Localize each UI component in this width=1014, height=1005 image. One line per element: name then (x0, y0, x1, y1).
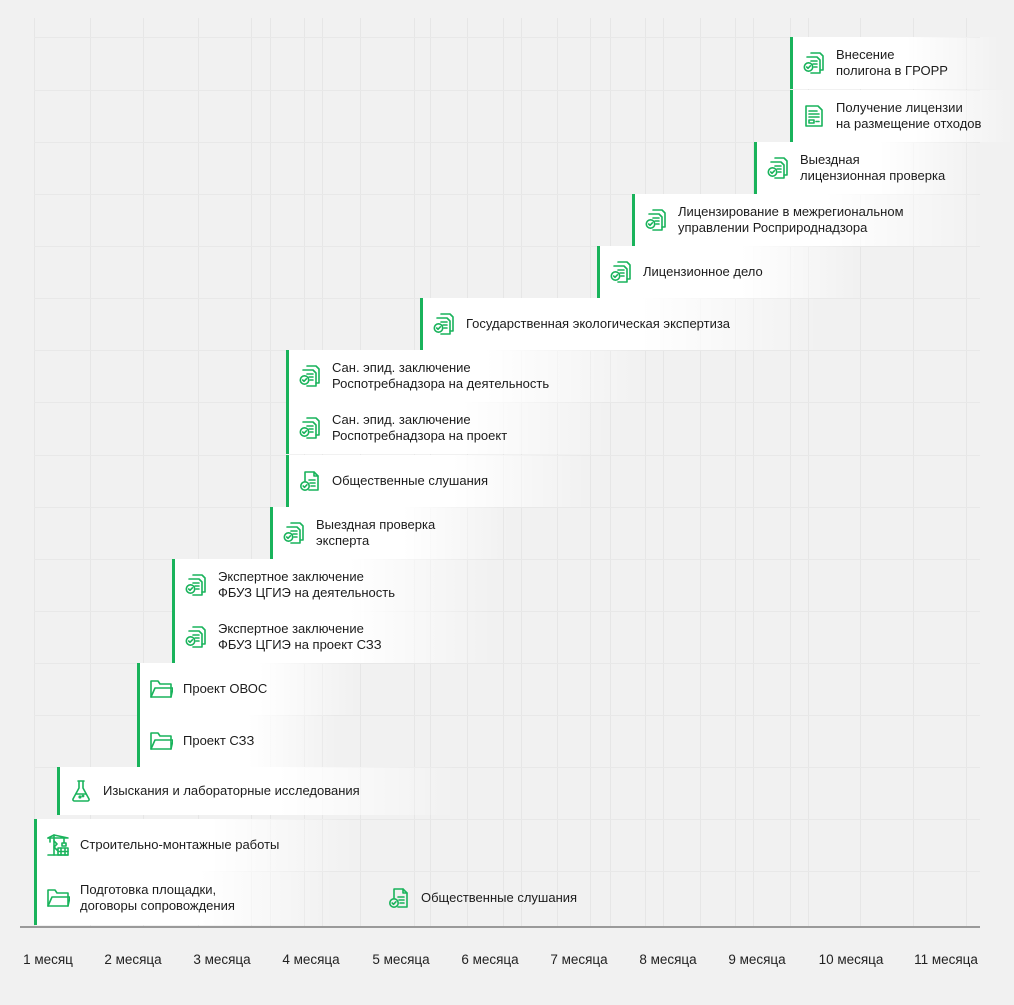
task-label: Получение лицензии на размещение отходов (836, 99, 982, 132)
grid-vertical-line (735, 18, 736, 926)
task-szz-project: Проект СЗЗ (137, 715, 337, 767)
task-label: Общественные слушания (421, 889, 578, 905)
task-construction: Строительно-монтажные работы (34, 819, 354, 871)
month-label: 3 месяца (193, 952, 251, 967)
task-label: Государственная экологическая экспертиза (466, 315, 731, 331)
grid-vertical-line (663, 18, 664, 926)
document-icon (801, 103, 827, 129)
task-label: Подготовка площадки, договоры сопровожде… (80, 881, 235, 914)
task-label: Сан. эпид. заключение Роспотребнадзора н… (332, 359, 550, 392)
grid-vertical-line (610, 18, 611, 926)
task-label: Строительно-монтажные работы (80, 836, 280, 852)
seal-document-icon (431, 311, 457, 337)
task-license-receipt: Получение лицензии на размещение отходов (790, 90, 1014, 142)
folder-icon (45, 885, 71, 911)
grid-vertical-line (34, 18, 35, 926)
task-surveys: Изыскания и лабораторные исследования (57, 767, 457, 815)
task-label: Проект СЗЗ (183, 732, 255, 748)
checked-document-icon (297, 468, 323, 494)
task-label: Лицензирование в межрегиональном управле… (678, 203, 904, 236)
task-label: Проект ОВОС (183, 680, 268, 696)
seal-document-icon (183, 572, 209, 598)
task-label: Выездная проверка эксперта (316, 516, 436, 549)
flask-icon (68, 778, 94, 804)
grid-vertical-line (645, 18, 646, 926)
task-license-inspection: Выездная лицензионная проверка (754, 142, 980, 194)
seal-document-icon (608, 259, 634, 285)
grid-vertical-line (700, 18, 701, 926)
month-label: 2 месяца (104, 952, 162, 967)
task-ovos-project: Проект ОВОС (137, 663, 357, 715)
month-label: 4 месяца (282, 952, 340, 967)
month-label: 5 месяца (372, 952, 430, 967)
month-label: 6 месяца (461, 952, 519, 967)
month-label: 11 месяца (914, 952, 978, 967)
task-license-case: Лицензионное дело (597, 246, 857, 298)
seal-document-icon (281, 520, 307, 546)
crane-icon (45, 832, 71, 858)
grid-vertical-line (590, 18, 591, 926)
month-label: 10 месяца (818, 952, 884, 967)
task-label: Экспертное заключение ФБУЗ ЦГИЭ на проек… (218, 620, 382, 653)
seal-document-icon (297, 415, 323, 441)
task-label: Выездная лицензионная проверка (800, 151, 946, 184)
seal-document-icon (183, 624, 209, 650)
month-label: 7 месяца (550, 952, 608, 967)
folder-icon (148, 676, 174, 702)
task-label: Общественные слушания (332, 472, 489, 488)
task-state-eco-expertise: Государственная экологическая экспертиза (420, 298, 820, 350)
month-label: 8 месяца (639, 952, 697, 967)
task-label: Изыскания и лабораторные исследования (103, 782, 360, 798)
folder-icon (148, 728, 174, 754)
seal-document-icon (765, 155, 791, 181)
task-san-epid-activity: Сан. эпид. заключение Роспотребнадзора н… (286, 350, 646, 402)
task-fbuz-project: Экспертное заключение ФБУЗ ЦГИЭ на проек… (172, 611, 492, 663)
seal-document-icon (643, 207, 669, 233)
task-fbuz-activity: Экспертное заключение ФБУЗ ЦГИЭ на деяте… (172, 559, 492, 611)
seal-document-icon (801, 50, 827, 76)
task-expert-inspection: Выездная проверка эксперта (270, 507, 510, 559)
task-site-prep: Подготовка площадки, договоры сопровожде… (34, 871, 334, 925)
task-public-hearings-2: Общественные слушания (376, 871, 636, 925)
month-label: 9 месяца (728, 952, 786, 967)
task-label: Сан. эпид. заключение Роспотребнадзора н… (332, 411, 508, 444)
task-label: Лицензионное дело (643, 263, 763, 279)
checked-document-icon (386, 885, 412, 911)
task-label: Внесение полигона в ГРОРР (836, 46, 948, 79)
task-label: Экспертное заключение ФБУЗ ЦГИЭ на деяте… (218, 568, 395, 601)
seal-document-icon (297, 363, 323, 389)
task-licensing-rpn: Лицензирование в межрегиональном управле… (632, 194, 982, 246)
task-san-epid-project: Сан. эпид. заключение Роспотребнадзора н… (286, 402, 606, 454)
task-public-hearings: Общественные слушания (286, 455, 586, 507)
month-label: 1 месяц (23, 952, 73, 967)
task-gropp: Внесение полигона в ГРОРР (790, 37, 1000, 89)
timeline-axis (20, 926, 980, 928)
